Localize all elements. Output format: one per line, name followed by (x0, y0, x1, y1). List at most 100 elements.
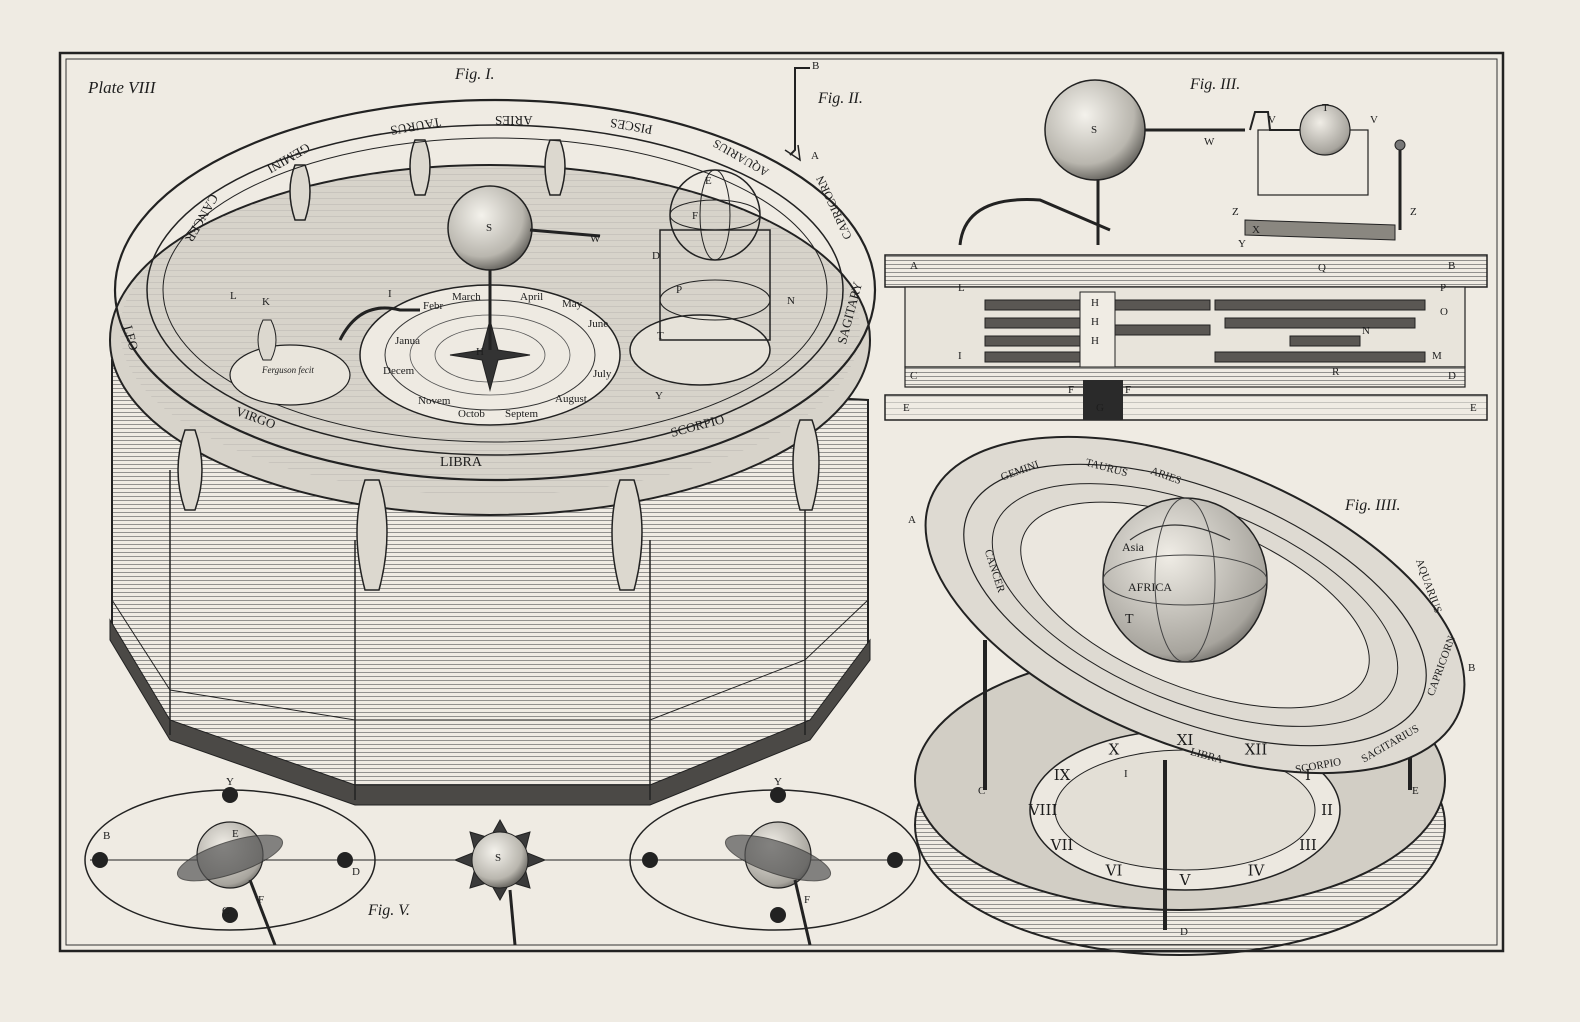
month-label: Decem (383, 365, 415, 377)
fig5-seasons (84, 787, 921, 946)
fig1-zodiac-label: LIBRA (440, 455, 482, 470)
fig1-letter: P (676, 284, 683, 296)
roman-numeral: VII (1050, 836, 1074, 854)
fig5-letter: F (804, 894, 811, 906)
fig5-letter: S (495, 852, 502, 864)
fig1-letter: W (590, 233, 601, 245)
fig1-letter: I (388, 288, 392, 300)
month-label: June (588, 318, 609, 330)
fig3-letter: Z (1232, 206, 1239, 218)
fig5-letter: F (258, 894, 265, 906)
fig3-letter: T (1322, 102, 1329, 114)
roman-numeral: VI (1105, 862, 1123, 880)
roman-numeral: X (1109, 740, 1120, 758)
fig4-letter: A (908, 514, 916, 526)
fig2-caption: Fig. II. (818, 90, 863, 107)
sun-sphere (447, 185, 533, 271)
fig3-letter: R (1332, 366, 1340, 378)
fig3-letter: V (1370, 114, 1378, 126)
fig4-tellurian (914, 435, 1466, 956)
fig3-letter: Y (1238, 238, 1246, 250)
fig4-caption: Fig. IIII. (1345, 497, 1401, 514)
compass-rose-icon (449, 318, 531, 392)
plate-title: Plate VIII (88, 78, 156, 97)
fig1-letter: L (230, 290, 237, 302)
earth-dial (629, 314, 771, 386)
fig3-letter: A (910, 260, 918, 272)
fig1-letter: E (705, 175, 712, 187)
fig1-letter: S (486, 222, 493, 234)
month-label: Octob (458, 408, 485, 420)
fig1-letter: N (787, 295, 795, 307)
fig1-letter: F (692, 210, 699, 222)
fig3-letter: P (1440, 282, 1447, 294)
fig3-letter: C (910, 370, 918, 382)
roman-numeral: IX (1054, 766, 1071, 784)
fig3-letter: B (1448, 260, 1456, 272)
globe-label: T (1125, 612, 1134, 627)
engraver-signature: Ferguson fecit (262, 365, 314, 375)
fig3-letter: H (1091, 297, 1099, 309)
fig3-caption: Fig. III. (1190, 76, 1241, 93)
fig1-caption: Fig. I. (455, 66, 495, 83)
month-label: Febr (423, 300, 444, 312)
month-label: April (520, 291, 544, 303)
plate-border (58, 51, 1505, 953)
fig5-letter: C (222, 905, 230, 917)
month-label: May (562, 298, 583, 310)
fig2-hook (784, 67, 810, 162)
roman-numeral: VIII (1028, 801, 1058, 819)
fig3-letter: N (1362, 325, 1370, 337)
month-label: August (555, 393, 587, 405)
roman-numeral: IV (1248, 862, 1266, 880)
fig1-letter: T (657, 330, 664, 342)
fig5-caption: Fig. V. (368, 902, 410, 919)
fig3-letter: E (903, 402, 910, 414)
fig5-letter: B (103, 830, 111, 842)
fig3-letter: Q (1318, 262, 1326, 274)
fig3-frame (884, 254, 1488, 288)
fig3-letter: E (1470, 402, 1477, 414)
small-dial (229, 344, 351, 406)
fig3-letter: W (1204, 136, 1215, 148)
fig3-earth-globe (1299, 104, 1351, 156)
fig2-letter: A (811, 150, 819, 162)
fig3-letter: H (1091, 316, 1099, 328)
zodiac-ring-outer (113, 98, 877, 482)
fig3-letter: D (1448, 370, 1456, 382)
month-label: Novem (418, 395, 451, 407)
fig2-letter: B (812, 60, 820, 72)
month-label: March (452, 291, 481, 303)
fig3-letter: S (1091, 124, 1098, 136)
fig4-letter: E (1412, 785, 1419, 797)
fig1-zodiac-label: ARIES (495, 113, 533, 128)
roman-numeral: II (1321, 801, 1333, 819)
fig3-letter: L (958, 282, 965, 294)
fig4-letter: D (1180, 926, 1188, 938)
fig5-sun-icon (453, 818, 547, 902)
roman-numeral: XII (1245, 740, 1268, 758)
fig3-letter: X (1252, 224, 1260, 236)
roman-numeral: I (1305, 766, 1311, 784)
fig1-letter: K (262, 296, 270, 308)
fig5-letter: E (232, 828, 239, 840)
fig3-letter: F (1068, 384, 1075, 396)
fig3-letter: I (958, 350, 962, 362)
fig3-letter: O (1440, 306, 1448, 318)
fig3-letter: G (1096, 402, 1104, 414)
handle-K (257, 319, 277, 361)
fig3-letter: Z (1410, 206, 1417, 218)
orrery-pillars (177, 139, 820, 591)
roman-numeral: V (1179, 871, 1192, 889)
fig1-letter: Y (655, 390, 663, 402)
month-label: July (593, 368, 612, 380)
fig3-letter: H (1091, 335, 1099, 347)
month-label: Septem (505, 408, 538, 420)
roman-numeral: XI (1177, 731, 1194, 749)
fig4-letter: I (1124, 768, 1128, 780)
fig5-letter: Y (774, 776, 782, 788)
fig1-orrery (109, 98, 877, 806)
globe-label: AFRICA (1128, 580, 1173, 594)
